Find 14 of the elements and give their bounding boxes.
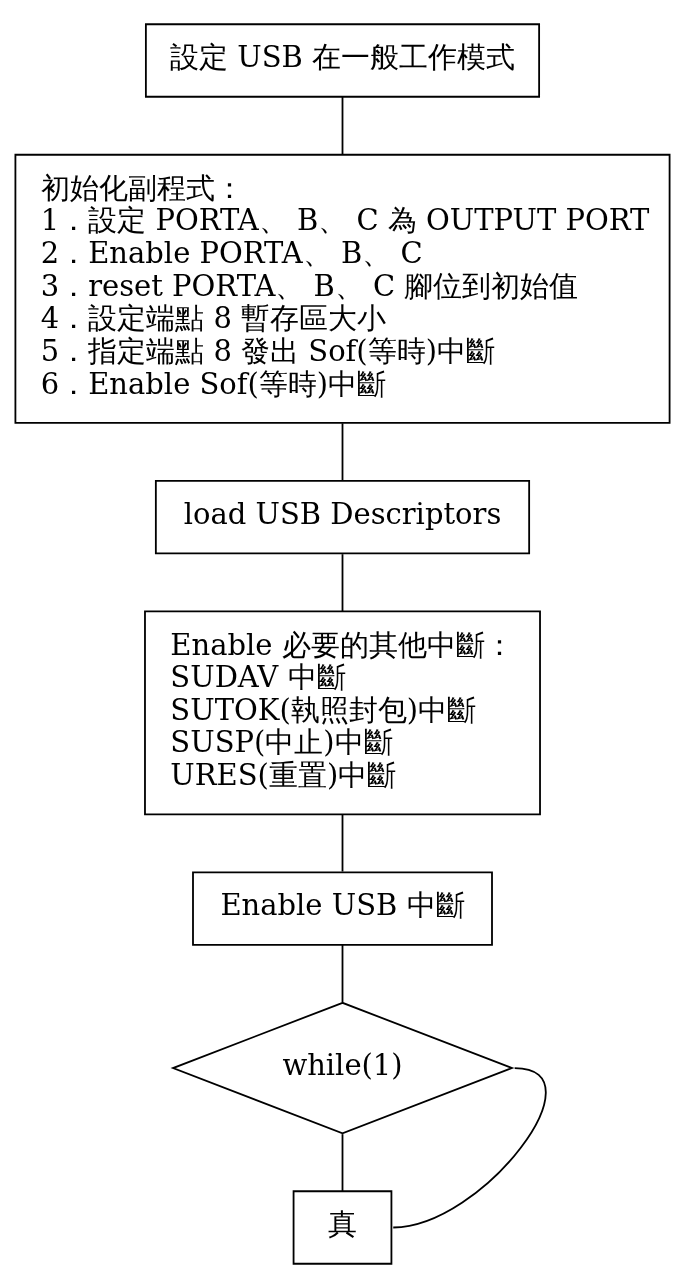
connector — [392, 1066, 547, 1228]
node-box: 初始化副程式： 1．設定 PORTA、 B、 C 為 OUTPUT PORT 2．Enable PORTA、 B、 C 3．reset PORTA、 B、 C 腳位到初始值 4．設定端點 8 暫存區大小 5．指定端點 8 發出 Sof(等時)中斷 6．Enable Sof(等時)中斷 — [14, 153, 671, 424]
node-box: Enable 必要的其他中斷： SUDAV 中斷 SUTOK(執照封包)中斷 SUSP(中止)中斷 URES(重置)中斷 — [144, 609, 541, 815]
connector — [341, 813, 344, 872]
node-box: 設定 USB 在一般工作模式 — [144, 22, 541, 98]
connector — [341, 421, 344, 481]
node-box: load USB Descriptors — [154, 479, 531, 554]
connector — [341, 95, 344, 156]
node-box: 真 — [292, 1189, 393, 1265]
connector — [341, 1132, 344, 1192]
node-diamond: while(1) — [170, 1001, 515, 1134]
connector — [341, 552, 344, 612]
connector — [341, 943, 344, 1003]
node-box: Enable USB 中斷 — [192, 870, 493, 946]
